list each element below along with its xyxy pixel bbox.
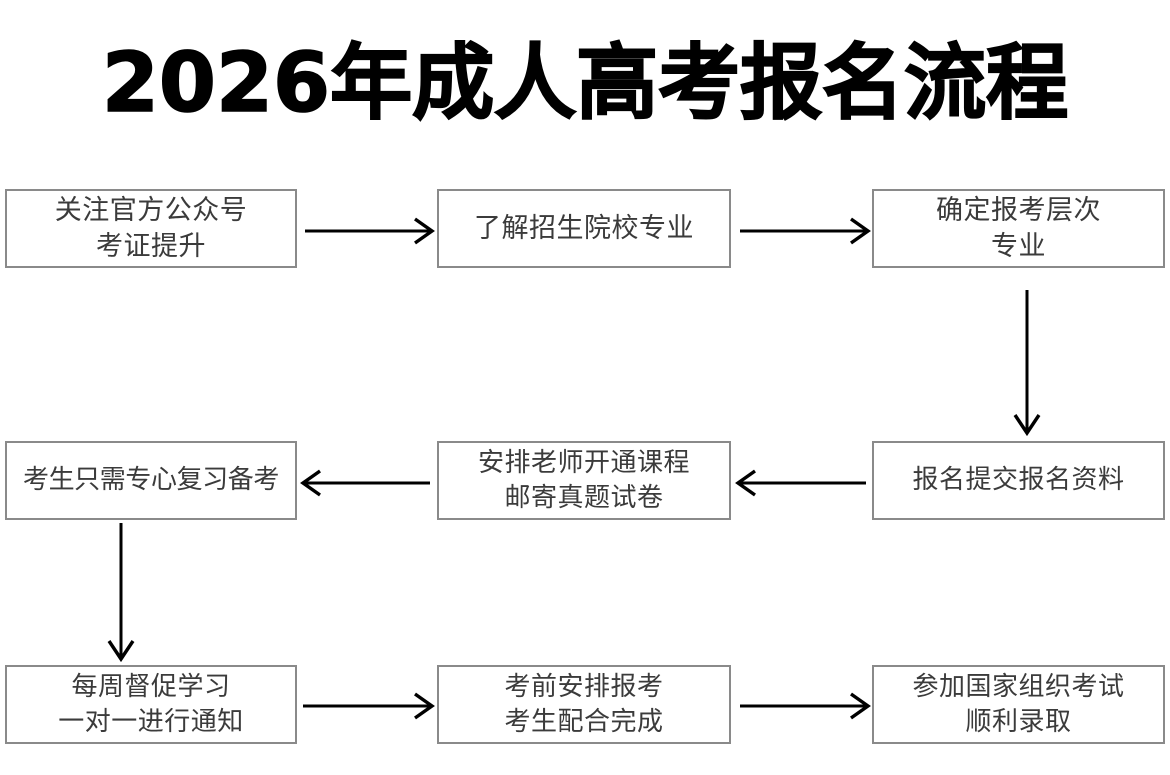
flow-arrow-confirm-to-submit [1013,290,1041,437]
flow-node-line-1: 关注官方公众号 [54,194,248,226]
flow-node-line-2: 专业 [991,230,1046,262]
flow-node-line-2: 一对一进行通知 [58,706,244,737]
flow-node-national-exam-admission[interactable]: 参加国家组织考试 顺利录取 [872,665,1165,744]
flow-node-follow-official-account[interactable]: 关注官方公众号 考证提升 [5,189,297,268]
flow-arrow-follow-to-learn [305,217,435,245]
flow-node-line-1: 安排老师开通课程 [477,447,690,478]
flow-node-confirm-level-major[interactable]: 确定报考层次 专业 [872,189,1165,268]
flow-node-line-1: 考前安排报考 [504,671,664,702]
flow-arrow-learn-to-confirm [740,217,871,245]
flow-arrow-teacher-to-student [300,469,430,497]
flow-node-pre-exam-registration[interactable]: 考前安排报考 考生配合完成 [437,665,731,744]
flow-arrow-weekly-to-preexam [303,692,435,720]
flow-node-line-1: 确定报考层次 [936,194,1101,226]
flow-node-teacher-course-mail-papers[interactable]: 安排老师开通课程 邮寄真题试卷 [437,441,731,520]
flow-arrow-preexam-to-admission [740,692,871,720]
flow-node-learn-schools-majors[interactable]: 了解招生院校专业 [437,189,731,268]
flow-node-line-1: 每周督促学习 [71,671,231,702]
flow-node-line-1: 考生只需专心复习备考 [22,465,279,495]
flow-node-line-2: 考生配合完成 [504,706,664,737]
flow-node-line-2: 邮寄真题试卷 [504,482,664,513]
flow-node-line-1: 了解招生院校专业 [474,212,694,244]
flow-node-line-1: 参加国家组织考试 [912,671,1125,702]
flow-node-submit-application-materials[interactable]: 报名提交报名资料 [872,441,1165,520]
flow-node-line-2: 考证提升 [96,230,206,262]
flow-arrow-student-to-weekly [107,523,135,663]
flow-node-student-focus-review[interactable]: 考生只需专心复习备考 [5,441,297,520]
flow-node-line-2: 顺利录取 [965,706,1072,737]
flow-arrow-submit-to-teacher [735,469,866,497]
flow-node-line-1: 报名提交报名资料 [912,465,1125,495]
page-title: 2026年成人高考报名流程 [101,35,1069,132]
flow-node-weekly-study-supervision[interactable]: 每周督促学习 一对一进行通知 [5,665,297,744]
